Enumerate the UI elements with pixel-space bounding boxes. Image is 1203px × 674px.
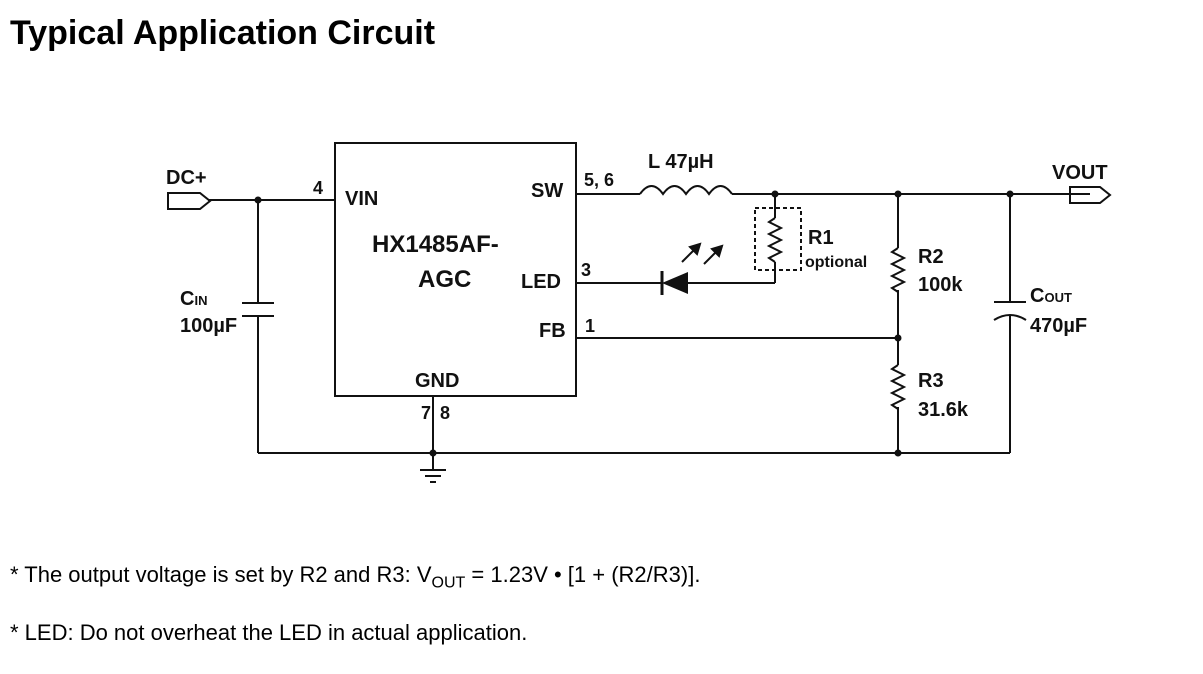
pin-number-gnd-b: 8 xyxy=(440,403,450,423)
r1-resistor-icon xyxy=(766,217,784,263)
r2-value: 100k xyxy=(918,274,963,296)
pin-gnd-label: GND xyxy=(415,370,459,392)
r3-value: 31.6k xyxy=(918,399,969,421)
inductor-icon xyxy=(639,185,733,196)
pin-sw-label: SW xyxy=(531,180,563,202)
r1-note: optional xyxy=(805,254,867,271)
r3-resistor-icon xyxy=(889,364,907,410)
ic-name-line1: HX1485AF- xyxy=(372,231,499,258)
output-voltage-note: * The output voltage is set by R2 and R3… xyxy=(10,562,701,592)
cout-name: COUT xyxy=(1030,285,1072,307)
r2-resistor-icon xyxy=(889,247,907,293)
ground-icon xyxy=(420,469,446,483)
r1-name: R1 xyxy=(808,227,834,249)
cin-capacitor-icon xyxy=(242,302,274,317)
pin-number-led: 3 xyxy=(581,260,591,280)
input-terminal-icon xyxy=(167,192,212,210)
r1-optional-box xyxy=(754,207,802,271)
inductor-label: L 47µH xyxy=(648,151,714,173)
r2-name: R2 xyxy=(918,246,944,268)
cout-value: 470µF xyxy=(1030,315,1087,337)
r3-name: R3 xyxy=(918,370,944,392)
page-title: Typical Application Circuit xyxy=(10,14,436,52)
pin-number-gnd-a: 7 xyxy=(421,403,431,423)
pin-led-label: LED xyxy=(521,271,561,293)
pin-vin-label: VIN xyxy=(345,188,378,210)
light-rays-icon xyxy=(681,242,724,265)
output-label: VOUT xyxy=(1052,162,1108,184)
pin-number-fb: 1 xyxy=(585,316,595,336)
cin-name: CIN xyxy=(180,288,207,310)
input-label: DC+ xyxy=(166,167,207,189)
wires xyxy=(208,160,1090,470)
pin-fb-label: FB xyxy=(539,320,566,342)
cin-value: 100µF xyxy=(180,315,237,337)
led-note: * LED: Do not overheat the LED in actual… xyxy=(10,620,528,645)
cout-capacitor-icon xyxy=(993,301,1027,321)
led-diode-icon xyxy=(660,271,688,295)
junction-dots xyxy=(254,190,1014,457)
output-terminal-icon xyxy=(1069,186,1112,204)
pin-number-sw: 5, 6 xyxy=(584,170,614,190)
ic-name-line2: AGC xyxy=(418,266,471,293)
pin-number-vin: 4 xyxy=(313,178,323,198)
